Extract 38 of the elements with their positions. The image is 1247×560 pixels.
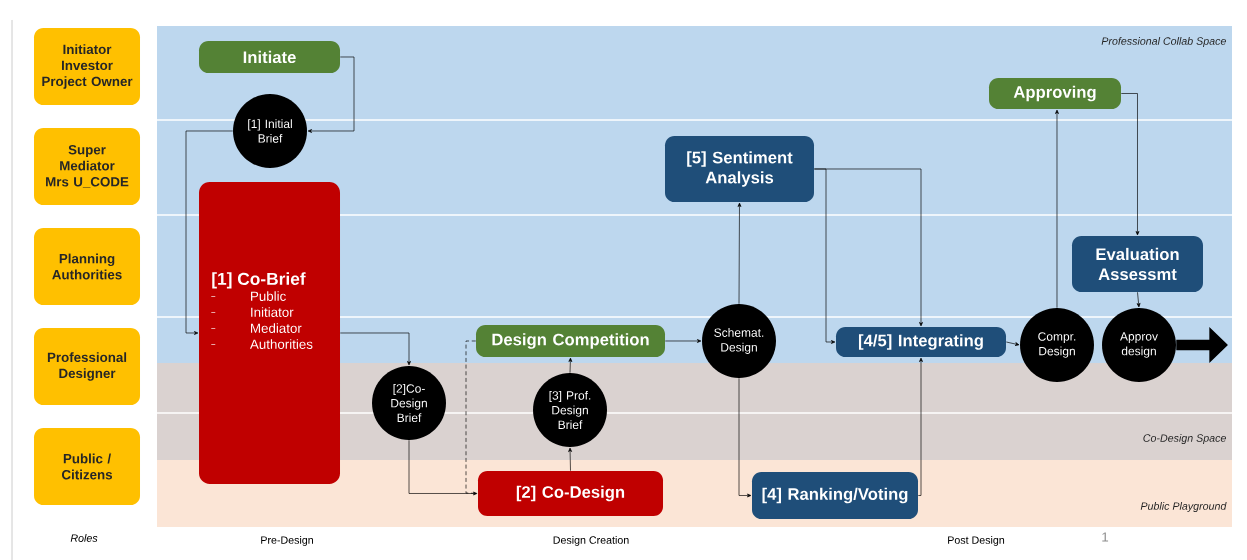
arrow (568, 357, 573, 374)
arrow (1055, 109, 1059, 309)
page-number: 1 (1102, 532, 1109, 542)
role-box: Public / Citizens (34, 428, 140, 505)
arrow (738, 377, 752, 498)
process-box: [5] Sentiment Analysis (665, 136, 814, 202)
phase-label: Post Design (948, 536, 1005, 546)
role-box: Initiator Investor Project Owner (34, 28, 140, 105)
arrow (737, 202, 742, 305)
arrow (408, 439, 478, 496)
arrow (664, 339, 702, 343)
arrow (339, 332, 411, 366)
process-box: Evaluation Assessmt (1072, 236, 1203, 292)
arrow (307, 56, 355, 133)
process-box: [4] Ranking/Voting (752, 472, 918, 519)
process-box: [1] Co-Brief Public Initiator Mediator Authorities (199, 182, 340, 484)
zone-label: Public Playground (1140, 502, 1227, 512)
process-box: Approving (989, 78, 1121, 109)
phase-label: Pre-Design (261, 536, 313, 546)
arrow (185, 130, 234, 335)
role-box: Planning Authorities (34, 228, 140, 305)
role-box: Professional Designer (34, 328, 140, 405)
zone-label: Professional Collab Space (1101, 37, 1226, 47)
arrow (1136, 291, 1141, 308)
arrow (1120, 93, 1140, 236)
arrow (1005, 341, 1020, 346)
process-box: Design Competition (476, 325, 665, 357)
role-box: Super Mediator Mrs U_CODE (34, 128, 140, 205)
arrow (917, 357, 923, 496)
process-box: [4/5] Integrating (836, 327, 1006, 357)
process-box: Initiate (199, 41, 340, 73)
connector-line (465, 340, 479, 494)
phase-label: Design Creation (553, 536, 629, 546)
zone-label: Co-Design Space (1143, 434, 1226, 444)
arrow (568, 447, 572, 472)
column-label: Roles (70, 534, 98, 542)
process-box: [2] Co-Design (478, 471, 663, 516)
arrow (813, 168, 923, 327)
